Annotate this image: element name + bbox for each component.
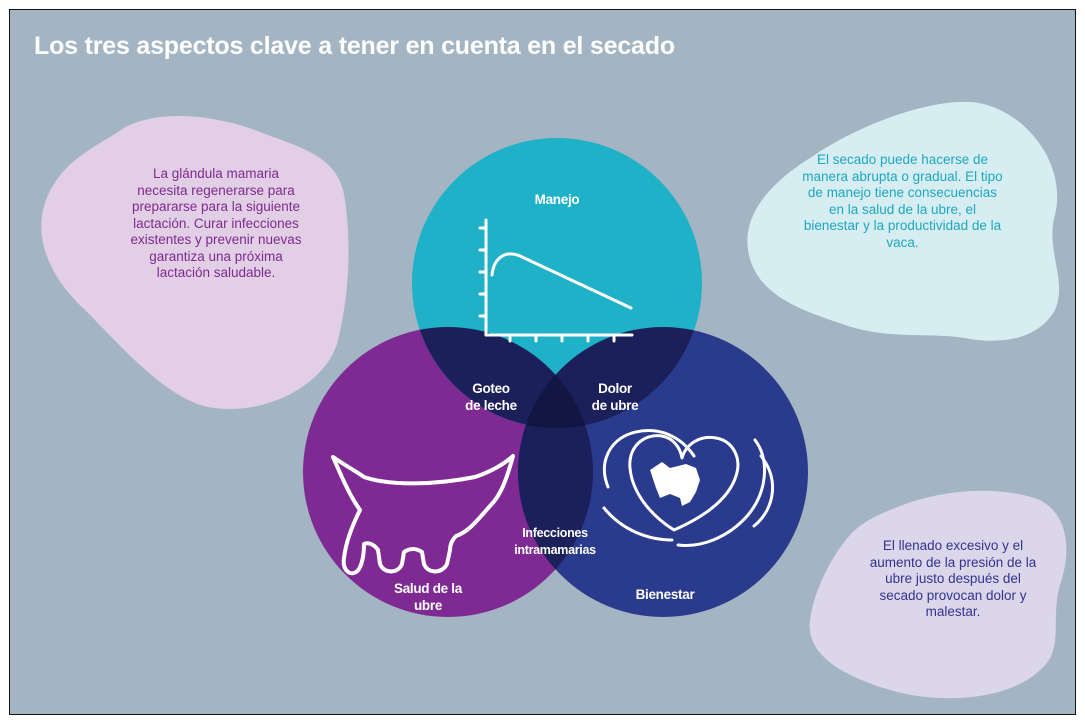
declining-curve-chart-icon <box>478 218 634 343</box>
page-title: Los tres aspectos clave a tener en cuent… <box>34 32 675 60</box>
note-bottom-right: El llenado excesivo y el aumento de la p… <box>869 538 1037 619</box>
hands-heart-cow-icon <box>602 429 775 548</box>
note-top-right: El secado puede hacerse de manera abrupt… <box>802 152 1003 250</box>
overlap-dolor <box>518 327 702 428</box>
udder-icon <box>331 454 515 576</box>
venn-diagram <box>41 101 1067 699</box>
note-left: La glándula mamaria necesita regenerarse… <box>130 166 302 280</box>
infecciones-label: Infecciones intramamarias <box>514 526 596 557</box>
goteo-label: Goteo de leche <box>465 381 517 413</box>
blob-left <box>41 116 349 409</box>
overlap-goteo <box>412 327 593 428</box>
infographic-frame: Los tres aspectos clave a tener en cuent… <box>9 9 1076 715</box>
dolor-label: Dolor de ubre <box>591 381 639 413</box>
manejo-label: Manejo <box>534 192 580 207</box>
blob-top-right <box>747 101 1060 341</box>
bienestar-label: Bienestar <box>635 587 695 602</box>
salud-label: Salud de la ubre <box>394 581 462 613</box>
blob-bottom-right <box>809 490 1067 699</box>
